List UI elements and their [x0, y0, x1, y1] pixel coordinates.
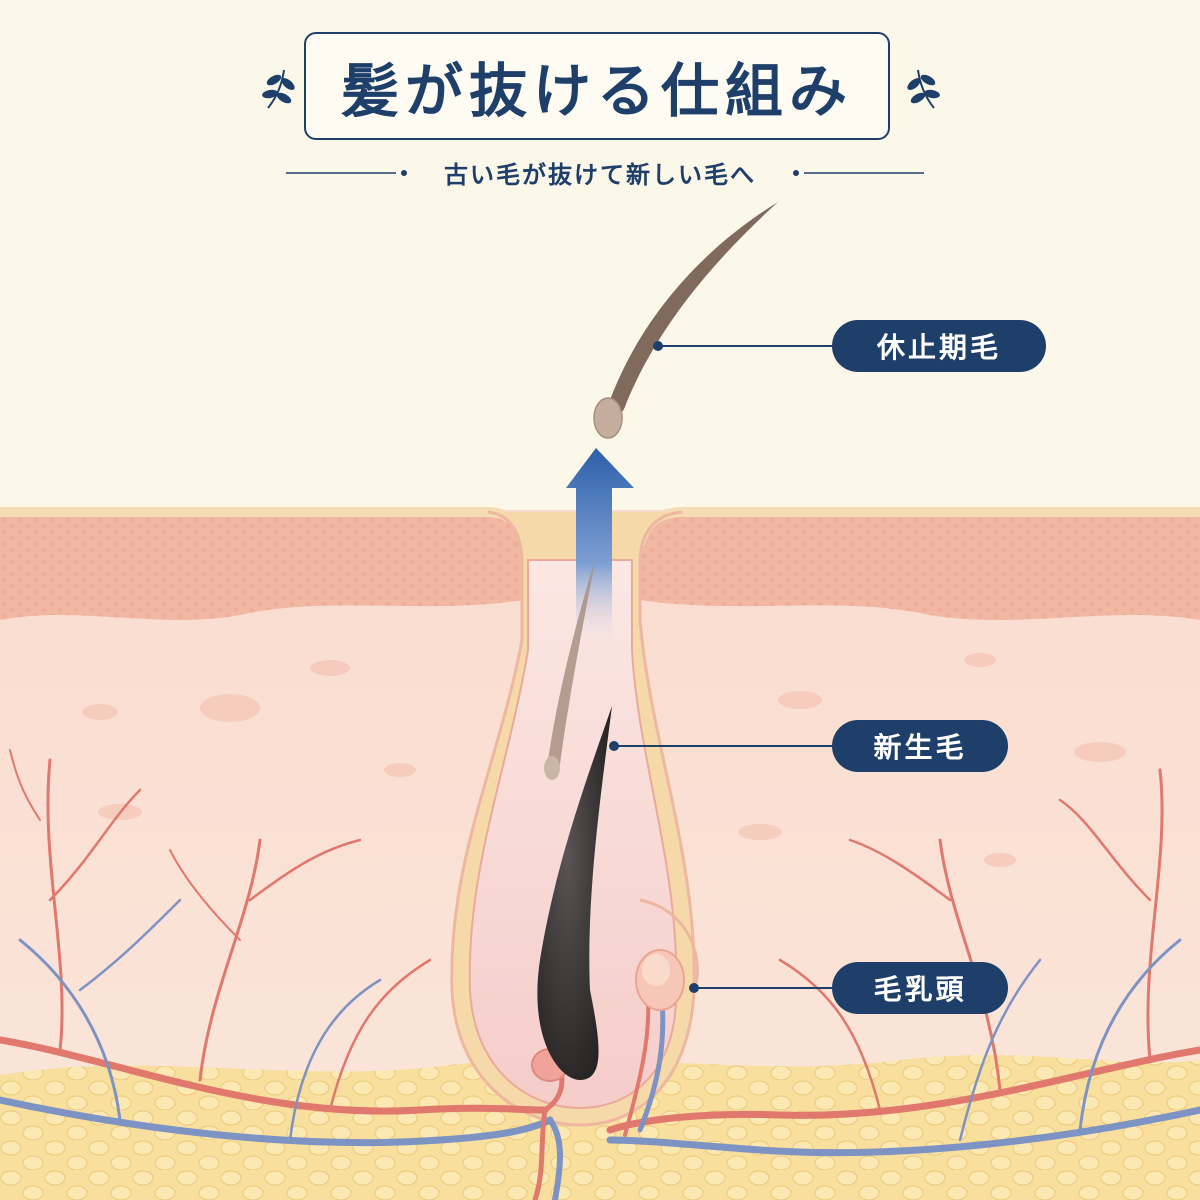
telogen-hair-shaft [607, 202, 778, 418]
pointer-lines [609, 341, 832, 993]
dermal-papilla-highlight [642, 954, 670, 986]
shedding-hair-club [544, 756, 560, 780]
leaf-ornament-icon [907, 69, 940, 109]
blood-vessels-right [606, 768, 1200, 1157]
shedding-hair-in-follicle [547, 556, 596, 775]
new-hair-shaft [537, 706, 612, 1080]
title-frame: 髪が抜ける仕組み [304, 32, 890, 140]
follicle-bulge [639, 898, 699, 991]
page-subtitle: 古い毛が抜けて新しい毛へ [444, 160, 756, 189]
label-new-hair: 新生毛 [832, 720, 1008, 772]
label-dermal-papilla: 毛乳頭 [832, 962, 1008, 1014]
epidermis-left-cells [0, 512, 524, 620]
label-telogen-hair: 休止期毛 [832, 320, 1046, 372]
blood-vessels-left [0, 749, 565, 1200]
telogen-hair-club [593, 397, 623, 439]
leaf-ornament-icon [262, 69, 295, 109]
epidermis-right-cells [640, 512, 1200, 620]
subtitle-rules [286, 170, 924, 176]
page-title: 髪が抜ける仕組み [340, 57, 853, 125]
up-arrow-icon [566, 448, 634, 640]
